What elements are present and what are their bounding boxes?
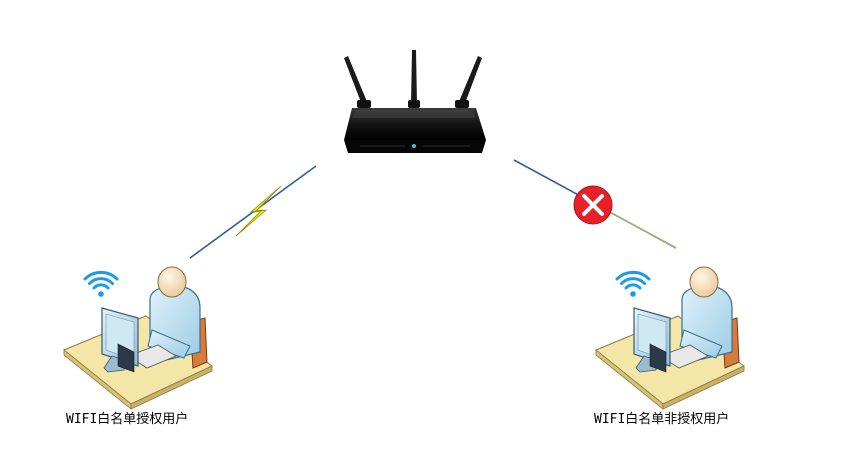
router-node bbox=[344, 50, 486, 153]
link-connected bbox=[189, 165, 317, 259]
wifi-router-icon bbox=[344, 50, 486, 153]
unauthorized-user-node bbox=[595, 266, 745, 410]
wifi-signal-icon bbox=[83, 270, 119, 299]
unauthorized-user-label: WIFI白名单非授权用户 bbox=[594, 412, 730, 427]
link-blocked bbox=[513, 159, 677, 249]
wifi-signal-icon bbox=[615, 270, 651, 299]
user-at-computer-icon bbox=[595, 266, 745, 410]
lightning-bolt-icon bbox=[235, 185, 282, 237]
authorized-user-label: WIFI白名单授权用户 bbox=[66, 412, 189, 427]
red-x-circle-icon bbox=[573, 185, 613, 225]
authorized-user-node bbox=[63, 266, 213, 410]
user-at-computer-icon bbox=[63, 266, 213, 410]
